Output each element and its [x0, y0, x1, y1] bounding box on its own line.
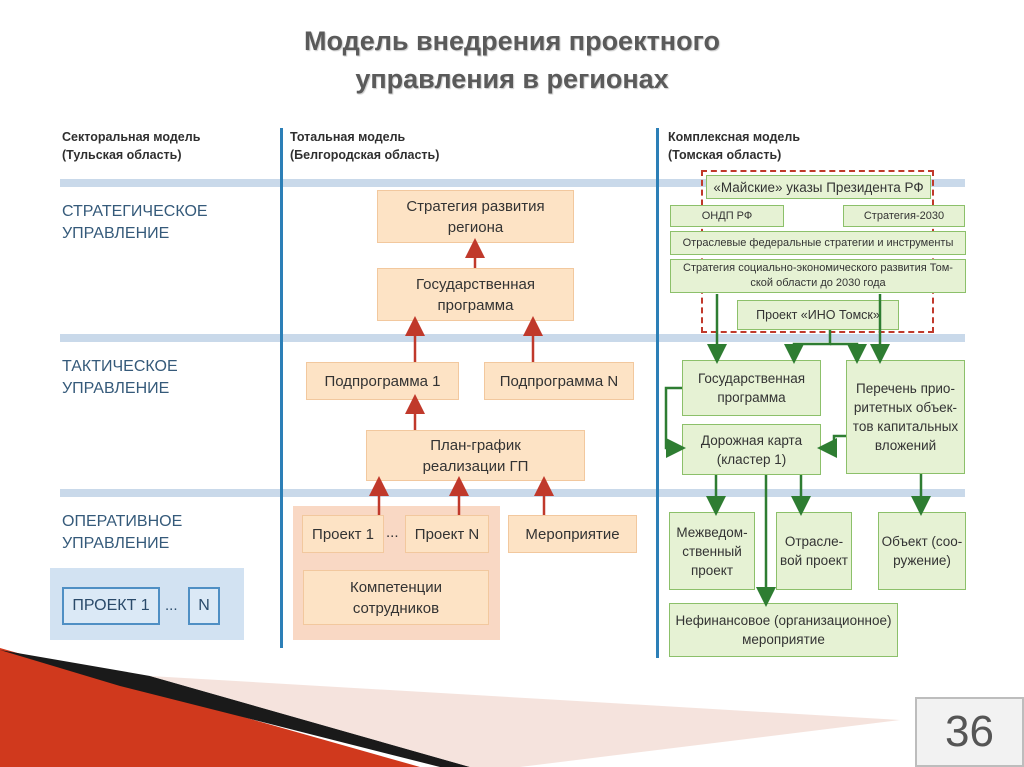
sectoral-project-n: N: [188, 587, 220, 625]
complex-socio-strategy-box: Стратегия социально-экономического разви…: [670, 259, 966, 293]
band-tactical: [60, 334, 965, 342]
arrow-gosprogram-roadmap-loop: [664, 386, 686, 458]
column-separator-2: [656, 128, 659, 658]
complex-sector-federal-box: Отраслевые федеральные стратегии и инстр…: [670, 231, 966, 255]
total-project-1-box: Проект 1: [302, 515, 384, 553]
decorative-swoosh-pink: [150, 676, 900, 767]
level-tactical: ТАКТИЧЕСКОЕ УПРАВЛЕНИЕ: [62, 358, 178, 397]
slide-title: Модель внедрения проектного управления в…: [150, 22, 874, 98]
arrow-ino-split: [784, 330, 832, 364]
complex-strategy2030-box: Стратегия-2030: [843, 205, 965, 227]
column-header-complex: Комплексная модель (Томская область): [668, 130, 801, 162]
decorative-swoosh-dark: [0, 650, 470, 767]
slide-title-line1: Модель внедрения проектного: [304, 26, 720, 56]
total-project-dots: ...: [386, 524, 399, 541]
column-separator-1: [280, 128, 283, 648]
complex-nonfinancial-box: Нефинансовое (организационное)мероприяти…: [669, 603, 898, 657]
total-project-n-box: Проект N: [405, 515, 489, 553]
complex-sector-project-box: Отрасле-вой проект: [776, 512, 852, 590]
band-operative: [60, 489, 965, 497]
total-subprogram-1-box: Подпрограмма 1: [306, 362, 459, 400]
arrow-ino-split-right: [830, 342, 867, 364]
complex-may-decrees-box: «Майские» указы Президента РФ: [706, 175, 931, 199]
level-operative: ОПЕРАТИВНОЕ УПРАВЛЕНИЕ: [62, 513, 183, 552]
arrow-priority-to-roadmap: [817, 434, 846, 458]
page-number: 36: [945, 707, 994, 756]
level-strategic: СТРАТЕГИЧЕСКОЕ УПРАВЛЕНИЕ: [62, 203, 208, 242]
complex-object-box: Объект (соо-ружение): [878, 512, 966, 590]
total-subprogram-n-box: Подпрограмма N: [484, 362, 634, 400]
complex-roadmap-box: Дорожная карта(кластер 1): [682, 424, 821, 475]
complex-ondp-box: ОНДП РФ: [670, 205, 784, 227]
total-event-box: Мероприятие: [508, 515, 637, 553]
column-header-sectoral: Секторальная модель (Тульская область): [62, 130, 201, 162]
slide-title-line2: управления в регионах: [355, 64, 669, 94]
complex-priority-list-box: Перечень прио- ритетных объек- тов капит…: [846, 360, 965, 474]
sectoral-project-1: ПРОЕКТ 1: [62, 587, 160, 625]
band-strategic: [60, 179, 965, 187]
page-number-box: 36: [915, 697, 1024, 767]
sectoral-dots: ...: [165, 597, 178, 614]
column-header-total: Тотальная модель (Белгородская область): [290, 130, 440, 162]
complex-ino-tomsk-box: Проект «ИНО Томск»: [737, 300, 899, 330]
